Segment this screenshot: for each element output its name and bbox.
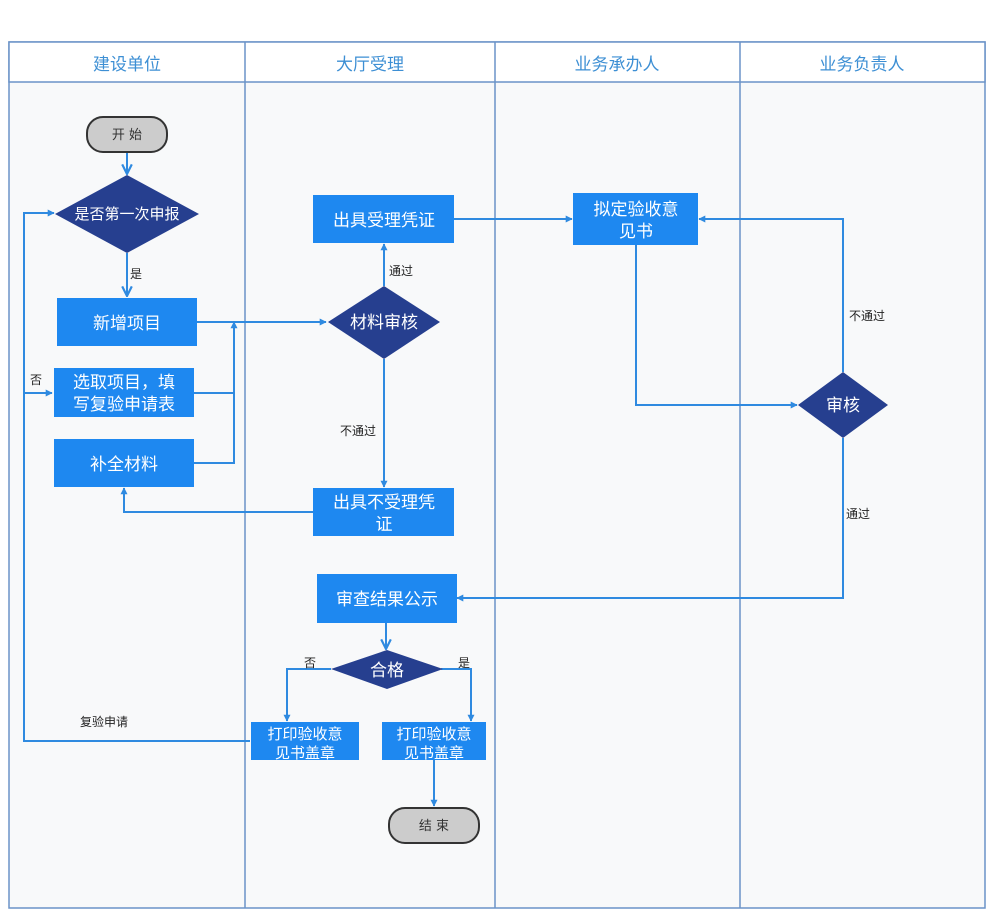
node-publish-result-label: 审查结果公示 bbox=[336, 590, 438, 610]
edge-label-fail-review: 不通过 bbox=[849, 309, 885, 323]
edge-first-apply-no bbox=[23, 389, 53, 397]
node-reject-voucher-label-line2: 证 bbox=[376, 515, 393, 535]
process-shape bbox=[57, 298, 197, 346]
node-start[interactable]: 开 始 bbox=[86, 116, 168, 153]
decision-shape bbox=[798, 372, 888, 438]
node-first-apply[interactable]: 是否第一次申报 bbox=[55, 175, 199, 253]
process-shape bbox=[54, 439, 194, 487]
edge-label-pass-review: 通过 bbox=[846, 507, 870, 521]
node-print-right[interactable]: 打印验收意 见书盖章 bbox=[382, 722, 486, 762]
edge-label-reapply: 复验申请 bbox=[80, 714, 128, 729]
node-select-project[interactable]: 选取项目，填 写复验申请表 bbox=[54, 368, 194, 417]
edge-reject-to-supplement bbox=[120, 487, 313, 513]
lanes-header-bg bbox=[8, 41, 986, 83]
edge-qualified-yes bbox=[441, 668, 475, 722]
node-material-review[interactable]: 材料审核 bbox=[328, 286, 440, 359]
edge-qualified-no bbox=[283, 668, 331, 722]
process-shape bbox=[382, 722, 486, 760]
node-reject-voucher[interactable]: 出具不受理凭 证 bbox=[313, 488, 454, 536]
node-print-right-label-line2: 见书盖章 bbox=[404, 744, 464, 762]
lane-title-hall-acceptance: 大厅受理 bbox=[336, 55, 404, 75]
process-shape bbox=[313, 488, 454, 536]
node-accept-voucher[interactable]: 出具受理凭证 bbox=[313, 195, 454, 243]
decision-shape bbox=[331, 650, 443, 689]
node-draft-opinion-label-line2: 见书 bbox=[619, 222, 653, 242]
process-shape bbox=[313, 195, 454, 243]
node-end-label: 结 束 bbox=[419, 819, 449, 834]
node-end[interactable]: 结 束 bbox=[388, 807, 480, 844]
edge-labels: 是 否 通过 不通过 不通过 通过 否 是 复验申请 bbox=[30, 264, 885, 729]
decision-shape bbox=[328, 286, 440, 359]
node-qualified-label: 合格 bbox=[370, 661, 404, 681]
process-shape bbox=[573, 193, 698, 245]
node-supplement[interactable]: 补全材料 bbox=[54, 439, 194, 487]
edge-label-no-first: 否 bbox=[30, 373, 42, 387]
node-material-review-label: 材料审核 bbox=[350, 313, 418, 333]
process-shape bbox=[54, 368, 194, 417]
edge-supplement-merge bbox=[194, 321, 238, 464]
node-first-apply-label: 是否第一次申报 bbox=[74, 205, 179, 223]
edge-label-no-qualified: 否 bbox=[304, 656, 316, 670]
node-supplement-label: 补全材料 bbox=[90, 455, 158, 475]
node-print-left-label-line2: 见书盖章 bbox=[275, 744, 335, 762]
edge-review-pass bbox=[456, 438, 844, 602]
connectors bbox=[23, 152, 844, 807]
node-start-label: 开 始 bbox=[112, 128, 142, 143]
lane-title-construction-unit: 建设单位 bbox=[93, 55, 161, 75]
node-print-left[interactable]: 打印验收意 见书盖章 bbox=[251, 722, 359, 762]
process-shape bbox=[251, 722, 359, 760]
decision-shape bbox=[55, 175, 199, 253]
lane-title-case-handler: 业务承办人 bbox=[575, 55, 660, 75]
node-qualified[interactable]: 合格 bbox=[331, 650, 443, 689]
node-new-project-label: 新增项目 bbox=[93, 314, 161, 334]
node-draft-opinion-label-line1: 拟定验收意 bbox=[594, 200, 679, 220]
node-select-project-label-line2: 写复验申请表 bbox=[73, 395, 175, 415]
edge-label-fail-material: 不通过 bbox=[340, 424, 376, 438]
edge-review-fail bbox=[698, 215, 844, 372]
edge-label-yes-qualified: 是 bbox=[458, 656, 470, 670]
node-review[interactable]: 审核 bbox=[798, 372, 888, 438]
lane-title-business-head: 业务负责人 bbox=[820, 55, 905, 75]
edge-label-pass-material: 通过 bbox=[389, 264, 413, 278]
node-review-label: 审核 bbox=[826, 396, 860, 416]
terminal-shape bbox=[388, 807, 480, 844]
edge-reapply-loop bbox=[23, 209, 250, 742]
edge-draft-to-review bbox=[635, 245, 798, 409]
node-print-left-label-line1: 打印验收意 bbox=[267, 725, 342, 743]
node-reject-voucher-label-line1: 出具不受理凭 bbox=[333, 493, 435, 513]
process-shape bbox=[317, 574, 457, 623]
node-select-project-label-line1: 选取项目，填 bbox=[73, 373, 175, 393]
node-draft-opinion[interactable]: 拟定验收意 见书 bbox=[573, 193, 698, 245]
node-publish-result[interactable]: 审查结果公示 bbox=[317, 574, 457, 623]
node-accept-voucher-label: 出具受理凭证 bbox=[333, 211, 435, 231]
edge-label-yes-first: 是 bbox=[130, 267, 142, 281]
node-print-right-label-line1: 打印验收意 bbox=[396, 725, 471, 743]
terminal-shape bbox=[86, 116, 168, 153]
node-new-project[interactable]: 新增项目 bbox=[57, 298, 197, 346]
